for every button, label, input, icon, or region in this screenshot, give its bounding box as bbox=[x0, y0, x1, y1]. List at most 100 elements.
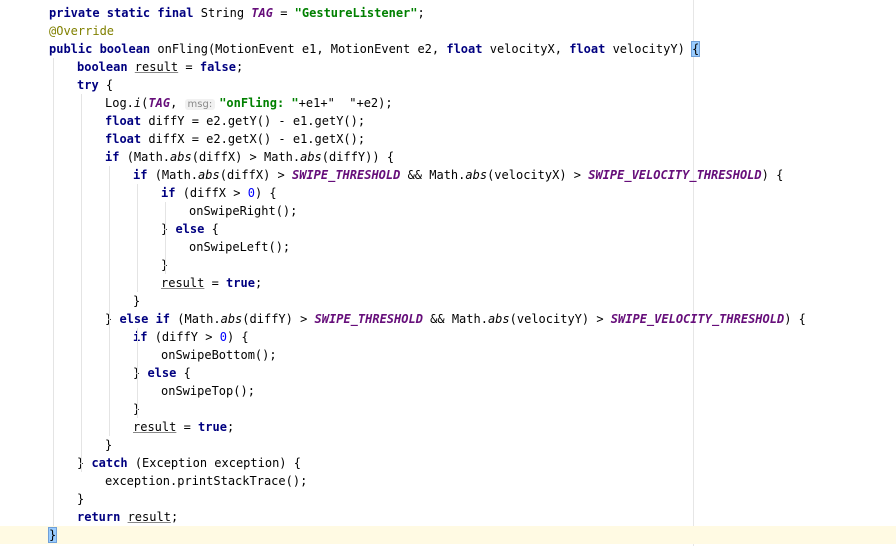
code-token: && Math. bbox=[422, 312, 488, 326]
code-line[interactable]: onSwipeRight(); bbox=[0, 202, 896, 220]
code-line[interactable]: onSwipeLeft(); bbox=[0, 238, 896, 256]
code-line[interactable]: } bbox=[0, 490, 896, 508]
code-token: result bbox=[127, 510, 171, 524]
indent-guide bbox=[109, 166, 110, 436]
code-line[interactable]: onSwipeTop(); bbox=[0, 382, 896, 400]
code-text: if (Math.abs(diffX) > SWIPE_THRESHOLD &&… bbox=[133, 166, 783, 184]
code-line[interactable]: } catch (Exception exception) { bbox=[0, 454, 896, 472]
code-token: if bbox=[133, 168, 155, 182]
code-line[interactable]: } bbox=[0, 256, 896, 274]
code-line[interactable]: private static final String TAG = "Gestu… bbox=[0, 4, 896, 22]
code-token: { bbox=[691, 41, 701, 57]
code-token: String bbox=[200, 6, 252, 20]
code-token: (diffX > bbox=[182, 186, 248, 200]
code-token: result bbox=[134, 60, 179, 74]
code-line[interactable]: boolean result = false; bbox=[0, 58, 896, 76]
code-text: } bbox=[77, 490, 84, 508]
code-token: +e1+" "+e2); bbox=[298, 96, 393, 110]
code-token: "GestureListener" bbox=[294, 6, 418, 20]
code-line[interactable]: } else { bbox=[0, 364, 896, 382]
code-token: (Exception exception) { bbox=[134, 456, 301, 470]
code-token: SWIPE_VELOCITY_THRESHOLD bbox=[610, 312, 785, 326]
code-token: ) { bbox=[784, 312, 806, 326]
code-token: } bbox=[105, 312, 120, 326]
code-line[interactable]: } bbox=[0, 292, 896, 310]
code-line[interactable]: if (diffY > 0) { bbox=[0, 328, 896, 346]
code-text: } else { bbox=[161, 220, 219, 238]
code-line[interactable]: float diffX = e2.getX() - e1.getX(); bbox=[0, 130, 896, 148]
code-token: } bbox=[105, 438, 113, 452]
code-line[interactable]: } bbox=[0, 400, 896, 418]
code-token: (velocityX) > bbox=[487, 168, 589, 182]
code-token: (velocityY) > bbox=[509, 312, 611, 326]
code-token: false bbox=[199, 60, 236, 74]
code-token: 0 bbox=[247, 186, 255, 200]
code-token: ; bbox=[417, 6, 425, 20]
code-line[interactable]: result = true; bbox=[0, 274, 896, 292]
code-token: velocityY) bbox=[612, 42, 693, 56]
code-token: (Math. bbox=[177, 312, 221, 326]
code-line[interactable]: } else { bbox=[0, 220, 896, 238]
code-token: velocityX, bbox=[489, 42, 570, 56]
code-line[interactable]: try { bbox=[0, 76, 896, 94]
code-token: abs bbox=[300, 150, 322, 164]
code-token: { bbox=[211, 222, 219, 236]
code-line[interactable]: } bbox=[0, 526, 896, 544]
code-token: = bbox=[178, 60, 200, 74]
code-token: else bbox=[147, 366, 184, 380]
code-token: && Math. bbox=[400, 168, 466, 182]
code-token: catch bbox=[91, 456, 135, 470]
code-token: onSwipeBottom(); bbox=[161, 348, 277, 362]
code-text: Log.i(TAG, msg:"onFling: "+e1+" "+e2); bbox=[105, 94, 393, 114]
code-token: } bbox=[47, 527, 58, 543]
code-line[interactable]: Log.i(TAG, msg:"onFling: "+e1+" "+e2); bbox=[0, 94, 896, 112]
code-line[interactable]: float diffY = e2.getY() - e1.getY(); bbox=[0, 112, 896, 130]
parameter-hint: msg: bbox=[184, 99, 216, 110]
code-token: ) { bbox=[761, 168, 784, 182]
code-token: ; bbox=[226, 420, 235, 434]
code-token: onSwipeRight(); bbox=[189, 204, 298, 218]
indent-guide bbox=[137, 184, 138, 292]
code-token: (diffX) > bbox=[219, 168, 292, 182]
code-token: result bbox=[133, 420, 177, 434]
indent-guide bbox=[81, 94, 82, 472]
code-line[interactable]: result = true; bbox=[0, 418, 896, 436]
code-token: ; bbox=[235, 60, 244, 74]
code-line[interactable]: } else if (Math.abs(diffY) > SWIPE_THRES… bbox=[0, 310, 896, 328]
code-text: @Override bbox=[49, 22, 114, 40]
code-line[interactable]: onSwipeBottom(); bbox=[0, 346, 896, 364]
code-text: } bbox=[133, 400, 140, 418]
code-text: try { bbox=[77, 76, 113, 94]
code-token: ; bbox=[254, 276, 263, 290]
code-text: public boolean onFling(MotionEvent e1, M… bbox=[49, 40, 701, 58]
code-token: i bbox=[133, 96, 142, 110]
indent-guide bbox=[137, 328, 138, 418]
code-token: float bbox=[446, 42, 490, 56]
code-text: if (diffX > 0) { bbox=[161, 184, 277, 202]
code-token: TAG bbox=[148, 96, 171, 110]
code-token: (diffY)) { bbox=[321, 150, 395, 164]
code-token: (Math. bbox=[126, 150, 171, 164]
code-text: if (Math.abs(diffX) > Math.abs(diffY)) { bbox=[105, 148, 394, 166]
code-text: } else { bbox=[133, 364, 191, 382]
code-token: onSwipeLeft(); bbox=[189, 240, 291, 254]
code-line[interactable]: exception.printStackTrace(); bbox=[0, 472, 896, 490]
code-token: onFling(MotionEvent e1, MotionEvent e2, bbox=[157, 42, 447, 56]
code-token: try bbox=[77, 78, 106, 92]
code-line[interactable]: if (diffX > 0) { bbox=[0, 184, 896, 202]
code-token: } bbox=[133, 402, 140, 416]
code-line[interactable]: @Override bbox=[0, 22, 896, 40]
code-line[interactable]: return result; bbox=[0, 508, 896, 526]
code-line[interactable]: public boolean onFling(MotionEvent e1, M… bbox=[0, 40, 896, 58]
code-line[interactable]: } bbox=[0, 436, 896, 454]
code-line[interactable]: if (Math.abs(diffX) > Math.abs(diffY)) { bbox=[0, 148, 896, 166]
code-text: return result; bbox=[77, 508, 178, 526]
code-token: abs bbox=[198, 168, 220, 182]
code-text: boolean result = false; bbox=[77, 58, 243, 76]
code-token: diffY = e2.getY() - e1.getY(); bbox=[148, 114, 366, 128]
code-text: onSwipeTop(); bbox=[161, 382, 255, 400]
code-line[interactable]: if (Math.abs(diffX) > SWIPE_THRESHOLD &&… bbox=[0, 166, 896, 184]
code-token: abs bbox=[487, 312, 510, 326]
code-token: if bbox=[105, 150, 127, 164]
